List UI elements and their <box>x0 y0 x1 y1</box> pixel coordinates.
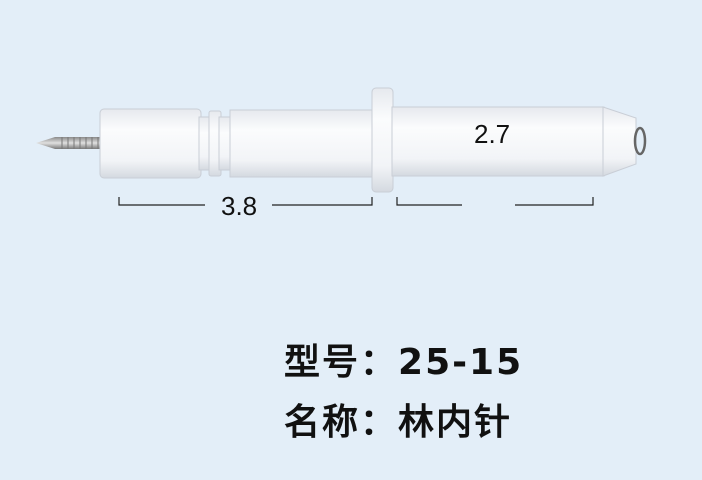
ceramic-body <box>99 87 637 193</box>
dimension-lines <box>118 197 594 206</box>
name-line: 名称：林内针 <box>284 393 512 445</box>
name-value: 林内针 <box>398 402 513 443</box>
model-line: 型号：25-15 <box>284 333 523 385</box>
model-label: 型号： <box>284 342 399 383</box>
right-dimension-label: 2.7 <box>474 119 511 149</box>
tip-ring <box>633 126 647 156</box>
left-dimension-label: 3.8 <box>221 191 258 221</box>
name-label: 名称： <box>284 402 399 443</box>
model-value: 25-15 <box>398 342 524 383</box>
